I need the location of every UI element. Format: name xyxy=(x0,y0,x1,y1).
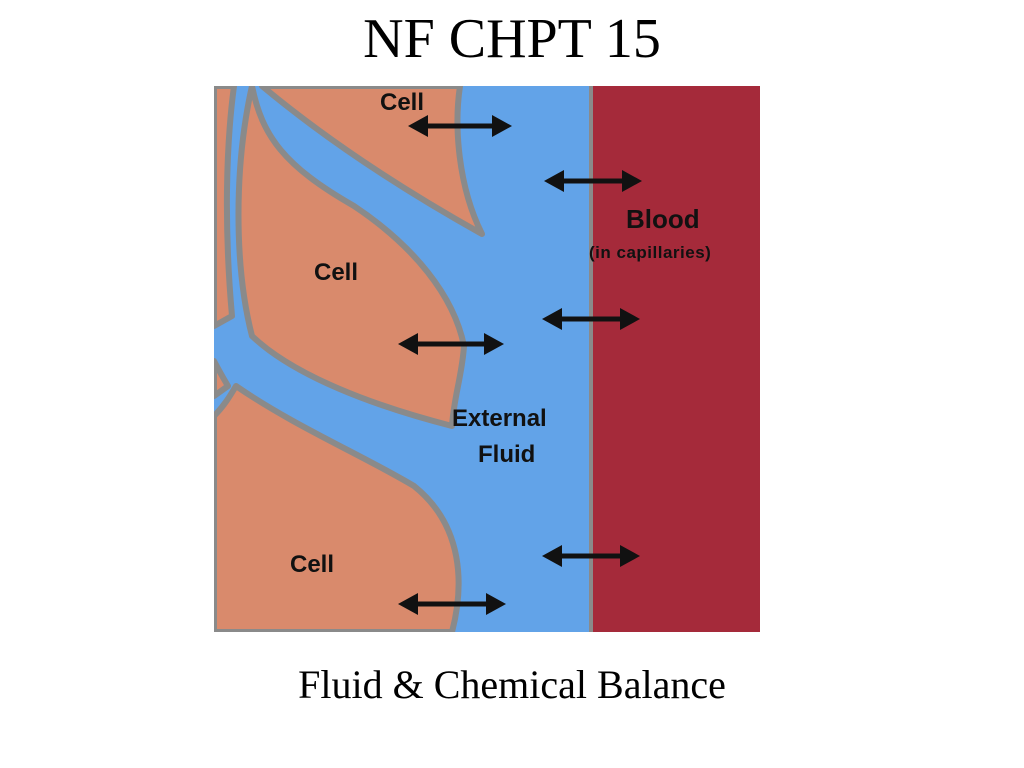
double-arrow-icon xyxy=(408,115,512,137)
double-arrow-icon xyxy=(544,170,642,192)
cell-bottom-shape xyxy=(214,383,462,632)
fluid-balance-diagram: Cell Cell Cell External Fluid Blood (in … xyxy=(214,86,760,632)
cell-left-edge-shape xyxy=(214,86,237,329)
double-arrow-icon xyxy=(398,593,506,615)
slide-title: NF CHPT 15 xyxy=(363,8,661,70)
label-cell-middle: Cell xyxy=(314,259,358,286)
label-blood: Blood xyxy=(626,204,700,234)
label-external-fluid-line2: Fluid xyxy=(478,441,535,468)
label-cell-top: Cell xyxy=(380,89,424,116)
slide-caption: Fluid & Chemical Balance xyxy=(298,662,726,707)
label-blood-note: (in capillaries) xyxy=(589,243,711,262)
diagram-canvas: Cell Cell Cell External Fluid Blood (in … xyxy=(214,86,760,632)
blood-capillary-region xyxy=(590,86,760,632)
double-arrow-icon xyxy=(542,308,640,330)
double-arrow-icon xyxy=(398,333,504,355)
cell-left-edge-lower-shape xyxy=(214,358,231,399)
double-arrow-icon xyxy=(542,545,640,567)
label-cell-bottom: Cell xyxy=(290,551,334,578)
exchange-arrows xyxy=(398,115,642,615)
label-external-fluid-line1: External xyxy=(452,405,547,432)
